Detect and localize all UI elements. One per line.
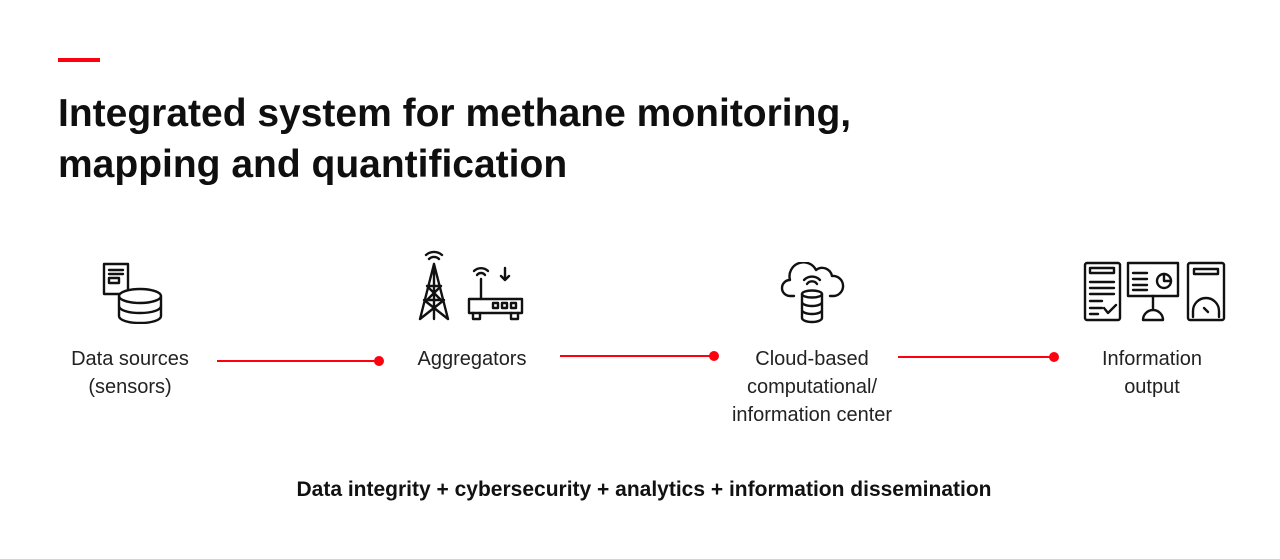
cloud-database-icon [780,262,845,324]
title-line-2: mapping and quantification [58,143,568,186]
accent-bar [58,58,100,62]
page-title: Integrated system for methane monitoring… [58,88,851,190]
connector-arrow-1 [217,357,384,365]
reports-dashboard-icon [1083,261,1226,322]
step-label-data-sources: Data sources(sensors) [71,348,189,398]
tower-router-icon [418,250,524,321]
connector-arrow-2 [560,352,719,360]
connector-arrow-3 [898,353,1059,361]
document-database-icon [102,262,163,324]
step-label-aggregators: Aggregators [417,348,527,370]
footer-summary: Data integrity + cybersecurity + analyti… [296,478,992,501]
title-line-1: Integrated system for methane monitoring… [58,92,852,135]
